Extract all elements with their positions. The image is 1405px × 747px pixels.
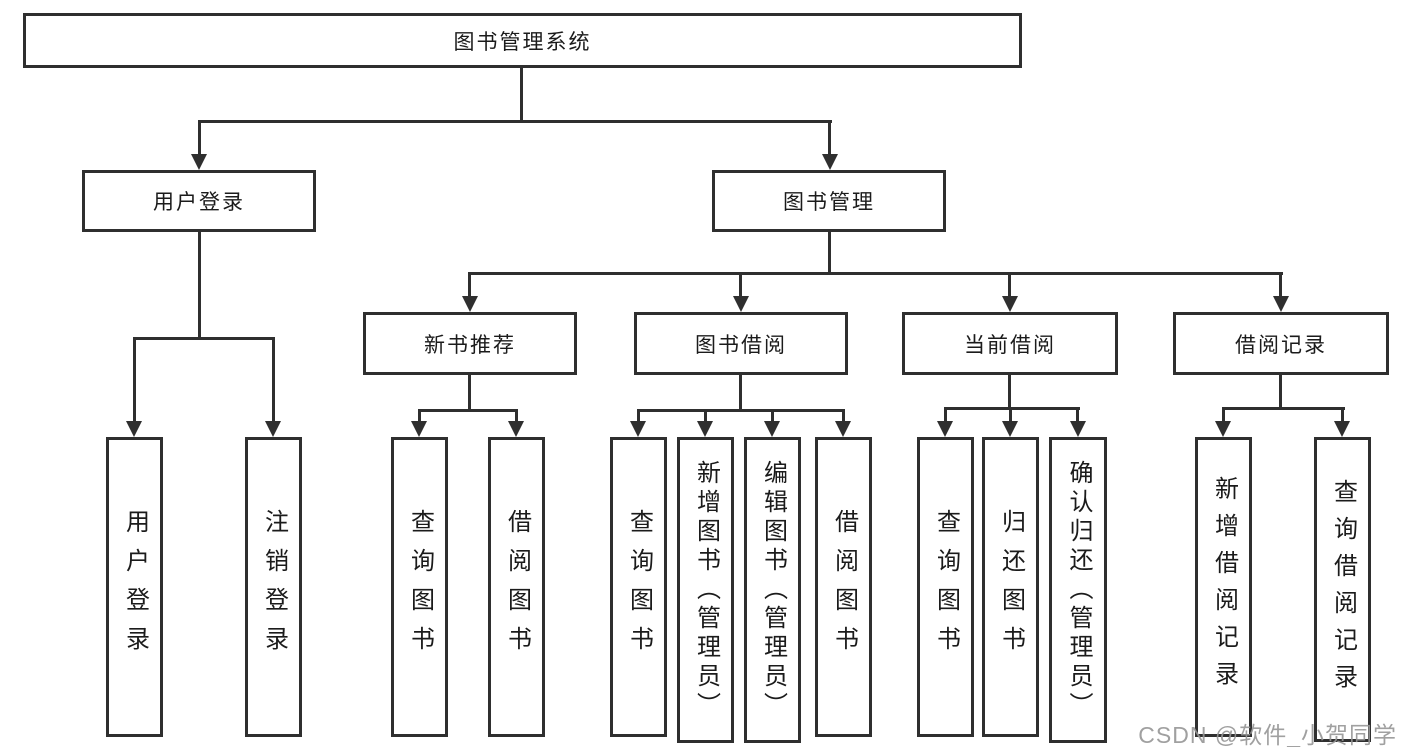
connector-line [520,68,523,120]
leaf-label: 归还图书 [997,509,1025,665]
connector-line [944,407,947,423]
leaf-label: 借阅图书 [503,509,531,665]
connector-line [198,120,832,123]
connector-line [1279,272,1282,298]
node-label: 图书管理系统 [453,30,592,54]
leaf-label: 查询图书 [932,509,960,665]
leaf-logout: 注销登录 [245,437,302,737]
arrowhead-down-icon [1002,296,1018,312]
connector-line [637,409,640,423]
arrowhead-down-icon [191,154,207,170]
arrowhead-down-icon [508,421,524,437]
leaf-label: 查询借阅记录 [1329,478,1357,701]
arrowhead-down-icon [126,421,142,437]
leaf-label: 注销登录 [260,509,288,665]
node-label: 图书借阅 [695,333,787,357]
node-book-borrowing: 图书借阅 [634,312,848,375]
leaf-return-book: 归还图书 [982,437,1039,737]
node-borrowing-records: 借阅记录 [1173,312,1389,375]
node-current-borrowing: 当前借阅 [902,312,1118,375]
node-user-login: 用户登录 [82,170,316,232]
connector-line [739,375,742,409]
arrowhead-down-icon [697,421,713,437]
connector-line [1008,375,1011,407]
leaf-label: 用户登录 [121,509,149,665]
connector-line [1222,407,1225,423]
arrowhead-down-icon [1273,296,1289,312]
csdn-watermark: CSDN @软件_小贺同学 [1138,722,1397,747]
connector-line [739,272,742,298]
node-library-management-system: 图书管理系统 [23,13,1022,68]
arrowhead-down-icon [835,421,851,437]
arrowhead-down-icon [1002,421,1018,437]
connector-line [272,337,275,423]
connector-line [1009,407,1012,423]
leaf-borrow-books: 借阅图书 [815,437,872,737]
connector-line [515,409,518,423]
connector-line [468,375,471,409]
arrowhead-down-icon [1334,421,1350,437]
connector-line [1341,407,1344,423]
connector-line [418,409,518,412]
connector-line [842,409,845,423]
connector-line [469,272,1283,275]
arrowhead-down-icon [265,421,281,437]
connector-line [828,232,831,272]
arrowhead-down-icon [411,421,427,437]
connector-line [944,407,1080,410]
leaf-query-borrow-record: 查询借阅记录 [1314,437,1371,742]
leaf-label: 查询图书 [406,509,434,665]
node-book-management: 图书管理 [712,170,946,232]
node-label: 图书管理 [783,191,875,214]
arrowhead-down-icon [733,296,749,312]
connector-line [418,409,421,423]
node-label: 借阅记录 [1235,333,1327,357]
leaf-label: 编辑图书（管理员） [759,459,787,721]
connector-line [198,232,201,337]
leaf-label: 借阅图书 [830,509,858,665]
connector-line [198,120,201,156]
leaf-edit-book-admin: 编辑图书（管理员） [744,437,801,743]
leaf-label: 新增借阅记录 [1210,476,1238,698]
leaf-query-books-current: 查询图书 [917,437,974,737]
connector-line [771,409,774,423]
leaf-label: 查询图书 [625,509,653,665]
node-new-book-recommendation: 新书推荐 [363,312,577,375]
connector-line [828,120,831,156]
leaf-confirm-return-admin: 确认归还（管理员） [1049,437,1107,743]
connector-line [704,409,707,423]
connector-line [1222,407,1345,410]
leaf-label: 新增图书（管理员） [692,459,720,721]
arrowhead-down-icon [630,421,646,437]
connector-line [637,409,845,412]
leaf-borrow-books-recommend: 借阅图书 [488,437,545,737]
leaf-query-books-recommend: 查询图书 [391,437,448,737]
node-label: 新书推荐 [424,333,516,357]
connector-line [468,272,471,298]
arrowhead-down-icon [462,296,478,312]
arrowhead-down-icon [937,421,953,437]
node-label: 当前借阅 [964,333,1056,357]
arrowhead-down-icon [1215,421,1231,437]
leaf-query-books-borrow: 查询图书 [610,437,667,737]
connector-line [1076,407,1079,423]
connector-line [1279,375,1282,407]
arrowhead-down-icon [822,154,838,170]
leaf-label: 确认归还（管理员） [1065,459,1092,721]
leaf-add-borrow-record: 新增借阅记录 [1195,437,1252,737]
connector-line [133,337,136,423]
connector-line [1008,272,1011,298]
arrowhead-down-icon [1070,421,1086,437]
leaf-add-book-admin: 新增图书（管理员） [677,437,734,743]
node-label: 用户登录 [153,191,245,214]
leaf-user-login: 用户登录 [106,437,163,737]
arrowhead-down-icon [764,421,780,437]
connector-line [133,337,275,340]
